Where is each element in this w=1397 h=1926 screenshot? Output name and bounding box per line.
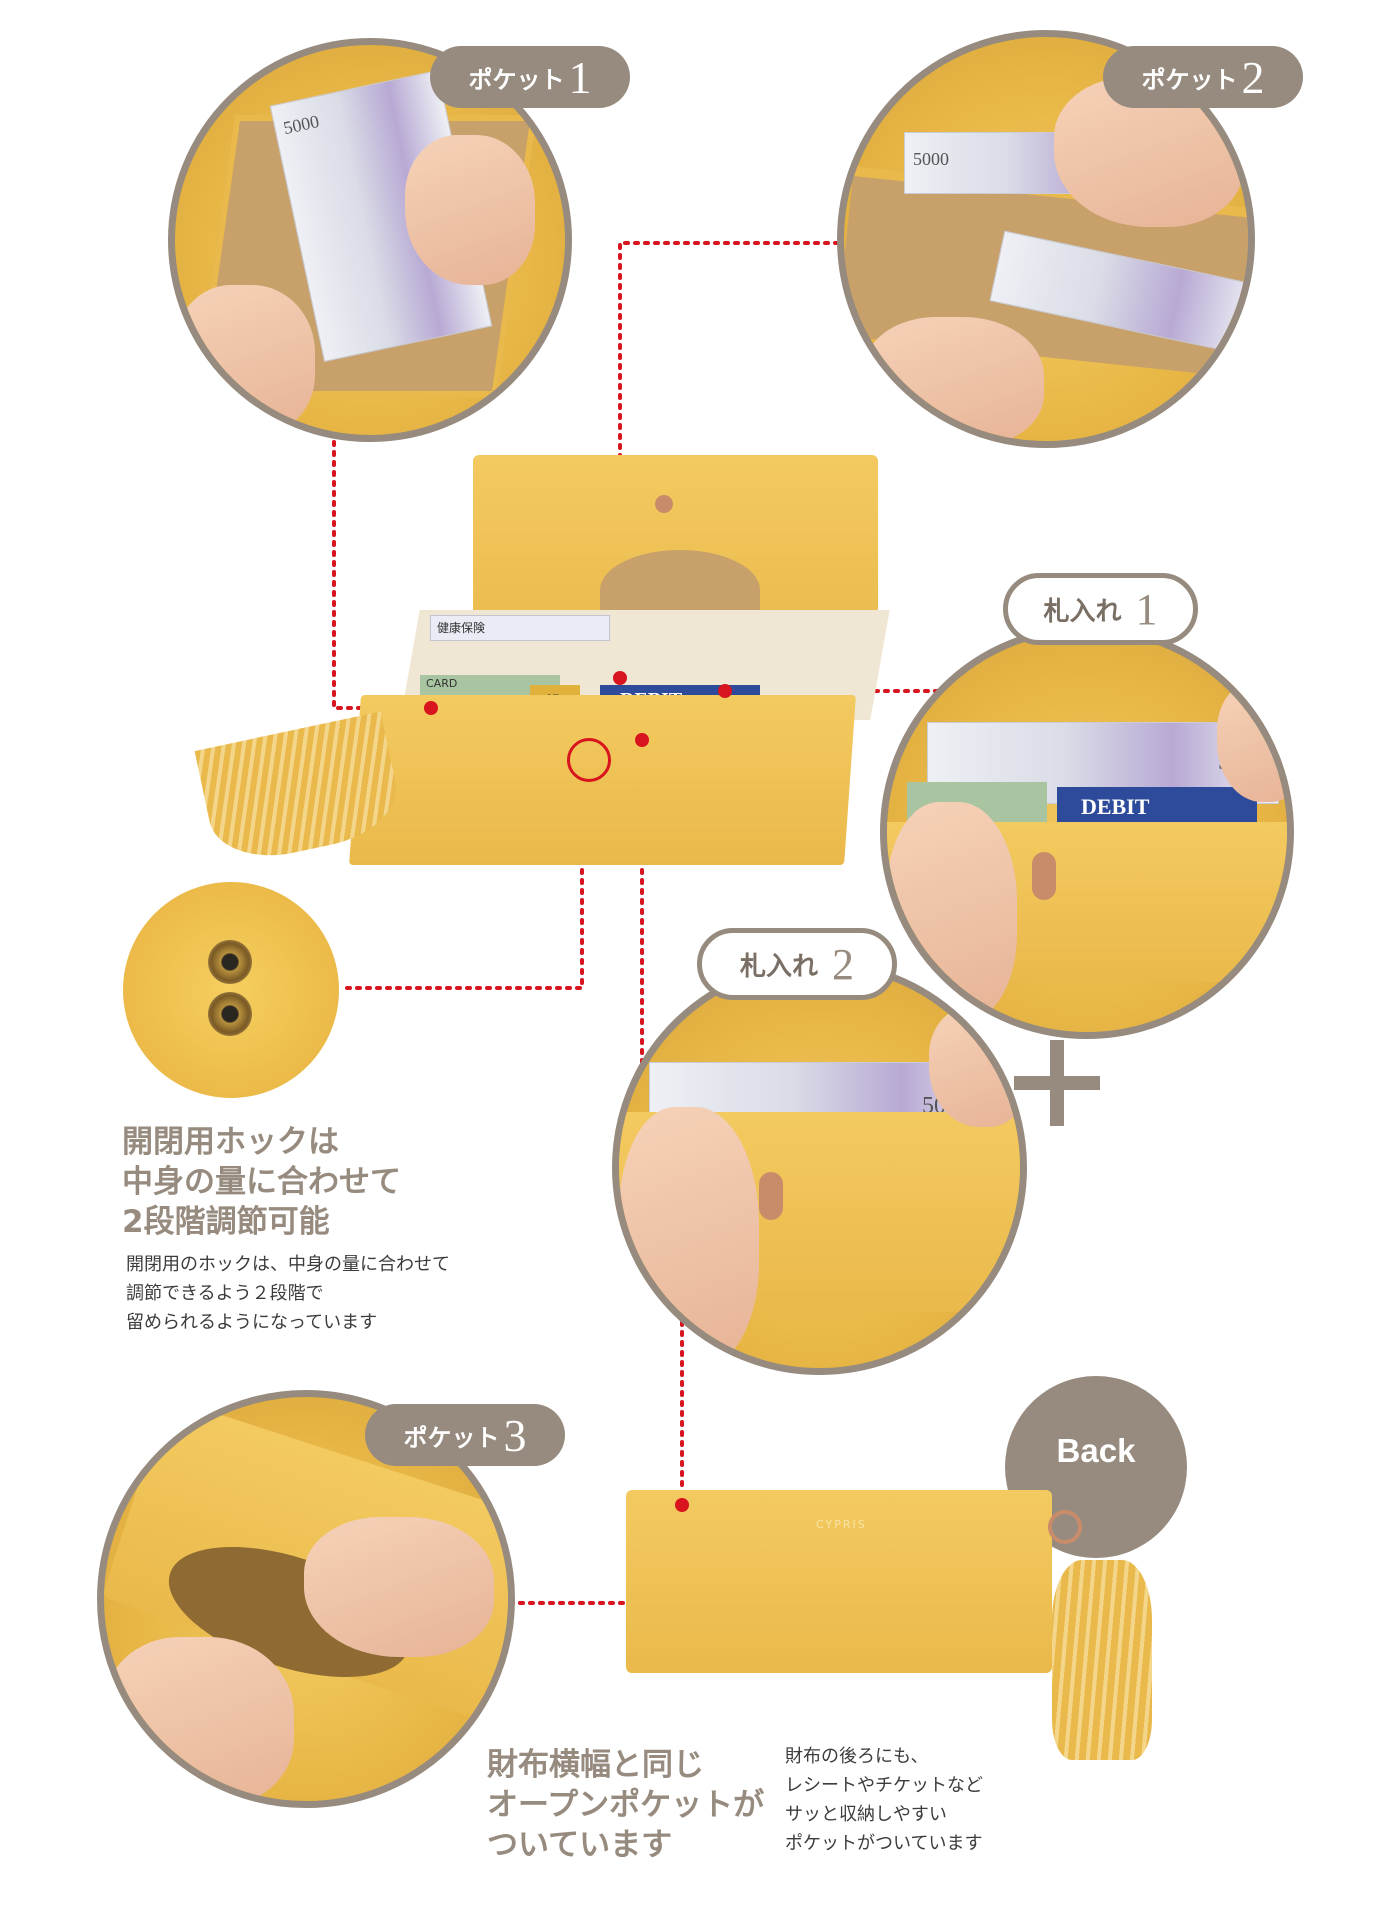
hook-description: 開閉用のホックは、中身の量に合わせて 調節できるよう２段階で 留められるようにな… [126,1250,450,1337]
pocket3-label: ポケット 3 [365,1404,565,1466]
back-pocket-heading-line: 財布横幅と同じ [487,1747,704,1783]
snap-button [655,495,673,513]
pocket-number: 3 [503,1409,527,1461]
hook-heading: 開閉用ホックは 中身の量に合わせて 2段階調節可能 [122,1122,401,1242]
pocket-label-text: ポケット [403,1423,500,1452]
card-brand-text: CARD [426,677,458,690]
back-label: Back [1056,1432,1136,1469]
bill-label-text: 札入れ [739,951,818,982]
pocket-label-text: ポケット [468,65,565,94]
bill2-photo: 5000 [612,960,1027,1375]
debit-card: DEBIT [1057,787,1257,827]
pointer-dot [718,684,732,698]
hook-snaps [1032,852,1056,900]
back-pocket-description: 財布の後ろにも、 レシートやチケットなど サッと収納しやすい ポケットがついてい… [785,1742,983,1858]
bill1-photo: 5000 DEBIT [880,625,1294,1039]
open-wallet: 健康保険 CARD ID DEBIT [194,450,895,870]
hand [1217,682,1287,802]
pocket2-label: ポケット 2 [1103,46,1303,108]
bill2-label: 札入れ 2 [697,928,897,1000]
bill-number: 2 [832,939,854,989]
back-pocket-description-line: サッと収納しやすい [785,1804,947,1825]
hand [864,317,1044,441]
hook-heading-line: 2段階調節可能 [122,1204,330,1240]
back-pocket-description-line: ポケットがついています [785,1833,983,1854]
pointer-dot [675,1498,689,1512]
pointer-dot [635,733,649,747]
pocket-number: 1 [568,51,592,103]
back-pocket-heading: 財布横幅と同じ オープンポケットが ついています [487,1745,764,1865]
bill-number: 1 [1135,584,1158,634]
pocket-label-text: ポケット [1141,65,1238,94]
back-pocket-description-line: 財布の後ろにも、 [785,1746,929,1767]
hook-heading-line: 開閉用ホックは [122,1124,339,1160]
pointer-dot [613,671,627,685]
card-insurance: 健康保険 [430,615,610,641]
back-wallet: CYPRIS [626,1490,1052,1673]
hand [104,1637,294,1801]
hook-description-line: 調節できるよう２段階で [126,1283,324,1304]
hook-heading-line: 中身の量に合わせて [122,1164,401,1200]
snap-button-upper [208,940,252,984]
hook-description-line: 留められるようになっています [126,1312,378,1333]
hand [405,135,535,285]
bill-label-text: 札入れ [1043,596,1122,627]
hand [304,1517,494,1657]
hook-photo [123,882,339,1098]
back-pocket-heading-line: オープンポケットが [487,1787,765,1823]
pointer-dot [424,701,438,715]
hook-description-line: 開閉用のホックは、中身の量に合わせて [126,1254,450,1275]
snap-button-lower [208,992,252,1036]
charm-ring [1048,1510,1082,1544]
hook-circle [567,738,611,782]
pocket1-label: ポケット 1 [430,46,630,108]
hand [929,1007,1020,1127]
debit-card-text: DEBIT [1081,794,1150,819]
pocket-number: 2 [1241,51,1265,103]
card-insurance-text: 健康保険 [437,621,486,635]
wallet-front-panel [349,695,856,865]
hand [619,1107,759,1367]
back-pocket-description-line: レシートやチケットなど [785,1775,983,1796]
hook-snaps [759,1172,783,1220]
bill1-label: 札入れ 1 [1003,573,1198,645]
bill-value: 5000 [913,149,949,169]
plus-icon [1014,1040,1100,1126]
brand-logo: CYPRIS [816,1518,867,1531]
back-tassel [1052,1560,1152,1760]
bill-value: 5000 [281,111,321,139]
back-pocket-heading-line: ついています [487,1827,673,1863]
hand [175,285,315,435]
